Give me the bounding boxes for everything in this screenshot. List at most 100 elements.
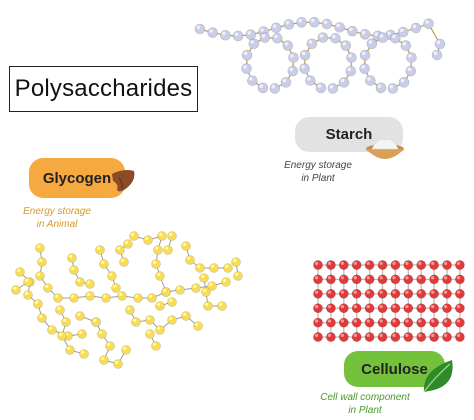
cellulose-bead-highlight	[418, 333, 422, 338]
cellulose-bead-highlight	[444, 261, 448, 266]
glycogen-bead	[129, 231, 139, 241]
glycogen-label: Glycogen	[29, 158, 125, 198]
starch-bead-highlight	[249, 77, 253, 81]
cellulose-bead-highlight	[456, 261, 461, 266]
glycogen-bead	[131, 317, 141, 327]
glycogen-bead	[79, 349, 89, 359]
glycogen-bead	[195, 263, 205, 273]
starch-bead	[334, 22, 346, 33]
glycogen-bead	[167, 315, 177, 325]
glycogen-caption-line1: Energy storage	[23, 206, 91, 217]
glycogen-bead-highlight	[119, 292, 123, 296]
glycogen-bead	[23, 277, 33, 287]
starch-molecule	[194, 16, 446, 94]
cellulose-bead	[325, 303, 336, 314]
glycogen-bead	[199, 273, 209, 283]
glycogen-bead-highlight	[71, 294, 75, 298]
cellulose-bead-highlight	[327, 276, 332, 280]
starch-bead	[330, 32, 341, 44]
glycogen-bead-highlight	[35, 300, 39, 304]
starch-caption-line1: Energy storage	[284, 160, 352, 171]
starch-bead-highlight	[377, 84, 382, 88]
cellulose-bead-highlight	[431, 261, 435, 266]
starch-bead-highlight	[259, 84, 264, 88]
glycogen-bead	[167, 231, 177, 241]
starch-bead-highlight	[368, 40, 373, 44]
starch-bead	[259, 32, 271, 43]
cellulose-bead-highlight	[392, 276, 396, 280]
starch-bead	[398, 77, 410, 88]
glycogen-bead-highlight	[39, 258, 43, 262]
cellulose-caption-line2: in Plant	[348, 405, 382, 416]
cellulose-bead-highlight	[353, 261, 357, 266]
glycogen-bead-highlight	[147, 316, 151, 320]
glycogen-bead-highlight	[163, 288, 167, 292]
starch-bead-highlight	[400, 78, 405, 83]
cellulose-bead	[416, 274, 427, 285]
glycogen-bead	[33, 299, 43, 309]
starch-bead-highlight	[289, 67, 294, 72]
cellulose-bead	[403, 303, 414, 314]
starch-bead-highlight	[407, 67, 412, 72]
glycogen-bead	[85, 279, 95, 289]
cellulose-bead	[442, 288, 452, 299]
cellulose-bead	[416, 260, 427, 270]
cellulose-caption: Cell wall component in Plant	[306, 391, 424, 417]
starch-bead	[270, 22, 282, 34]
glycogen-bead-highlight	[177, 286, 181, 290]
starch-bead-highlight	[243, 51, 248, 56]
cellulose-bead	[442, 317, 452, 328]
cellulose-bead	[416, 303, 427, 314]
cellulose-bead	[377, 288, 388, 299]
starch-bead	[400, 40, 412, 51]
glycogen-bead	[107, 271, 117, 281]
glycogen-bead-highlight	[187, 256, 191, 260]
starch-bead	[220, 29, 231, 41]
cellulose-bead	[429, 260, 439, 270]
glycogen-bead-highlight	[157, 272, 161, 276]
glycogen-bead-highlight	[17, 268, 21, 272]
starch-bead	[365, 75, 376, 86]
cellulose-bead-highlight	[431, 290, 435, 294]
starch-bead-highlight	[243, 65, 247, 69]
cellulose-bead	[364, 288, 375, 299]
starch-bead	[282, 40, 294, 51]
cellulose-bead	[364, 332, 375, 342]
cellulose-bead-highlight	[456, 333, 461, 338]
cellulose-bead	[416, 317, 427, 328]
glycogen-caption: Energy storage in Animal	[11, 205, 103, 231]
glycogen-bead	[55, 305, 65, 315]
glycogen-bead-highlight	[25, 278, 29, 282]
cellulose-bead-highlight	[327, 304, 332, 309]
cellulose-bead-highlight	[353, 333, 357, 338]
cellulose-bead-highlight	[340, 261, 345, 266]
glycogen-bead	[151, 341, 161, 351]
starch-bead	[359, 29, 371, 40]
cellulose-bead-highlight	[327, 290, 332, 294]
starch-bead	[410, 22, 422, 34]
glycogen-bead	[75, 277, 85, 287]
starch-bead-highlight	[247, 31, 252, 35]
glycogen-bead	[125, 305, 135, 315]
glycogen-bead	[101, 293, 111, 303]
cellulose-bead	[364, 303, 375, 314]
glycogen-bead	[95, 245, 105, 255]
glycogen-bead-highlight	[147, 330, 151, 334]
cellulose-bead	[338, 260, 349, 270]
starch-bead	[257, 82, 269, 94]
starch-bead-highlight	[367, 77, 371, 81]
glycogen-bead-highlight	[39, 314, 43, 318]
cellulose-bead	[416, 332, 427, 342]
cellulose-bead	[325, 332, 336, 342]
cellulose-bead-highlight	[431, 333, 435, 338]
cellulose-bead	[364, 260, 375, 270]
starch-bead	[434, 38, 446, 50]
glycogen-bead	[61, 317, 71, 327]
cellulose-bead-highlight	[353, 290, 357, 294]
glycogen-bead	[15, 267, 25, 277]
starch-bead-highlight	[361, 65, 365, 69]
cellulose-bead-highlight	[366, 319, 370, 323]
glycogen-bead	[97, 329, 107, 339]
page-title: Polysaccharides	[9, 66, 198, 112]
